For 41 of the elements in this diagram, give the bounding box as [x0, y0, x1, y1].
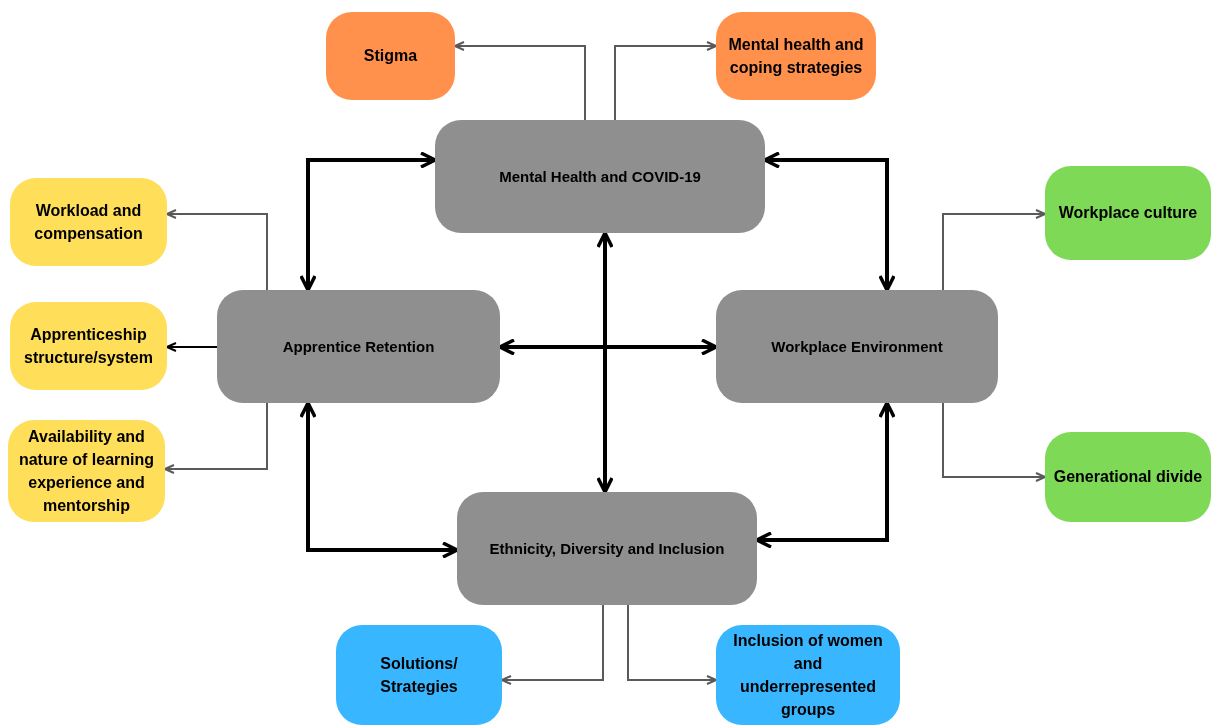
box-label: Workplace Environment: [771, 336, 943, 357]
box-label: Workload and compensation: [33, 200, 144, 244]
box-label: Mental health and coping strategies: [727, 34, 865, 78]
box-label: Workplace culture: [1058, 203, 1198, 224]
arrow: [627, 604, 717, 685]
theme-box: [457, 492, 757, 605]
box-label: Mental Health and COVID-19: [499, 166, 701, 187]
box-label: Inclusion of women and underrepresented groups: [732, 630, 884, 721]
box-label: Generational divide: [1053, 467, 1203, 488]
arrow: [299, 151, 437, 292]
arrow: [166, 209, 268, 291]
arrow: [763, 151, 896, 292]
box-label: Ethnicity, Diversity and Inclusion: [489, 538, 725, 559]
arrow: [498, 338, 718, 356]
arrow: [755, 401, 896, 549]
theme-box: [716, 290, 998, 403]
box-label: Apprenticeship structure/system: [23, 324, 154, 368]
topic-box: [716, 12, 876, 100]
arrow: [299, 401, 459, 559]
arrow: [614, 41, 717, 121]
theme-box: [435, 120, 765, 233]
topic-box: [716, 625, 900, 725]
topic-box: [326, 12, 455, 100]
topic-box: [10, 302, 167, 390]
topic-box: [10, 178, 167, 266]
box-label: Solutions/ Strategies: [379, 653, 459, 697]
box-label: Stigma: [363, 46, 418, 67]
topic-box: [1045, 432, 1211, 522]
arrow: [596, 231, 614, 494]
arrow: [942, 402, 1046, 482]
arrow: [942, 209, 1046, 291]
arrow: [166, 342, 218, 352]
arrow: [454, 41, 586, 121]
arrow: [501, 604, 604, 685]
arrow: [164, 402, 268, 474]
box-label: Apprentice Retention: [282, 336, 435, 357]
theme-box: [217, 290, 500, 403]
topic-box: [336, 625, 502, 725]
box-label: Availability and nature of learning experience and mentorship: [17, 426, 156, 517]
topic-box: [1045, 166, 1211, 260]
topic-box: [8, 420, 165, 522]
